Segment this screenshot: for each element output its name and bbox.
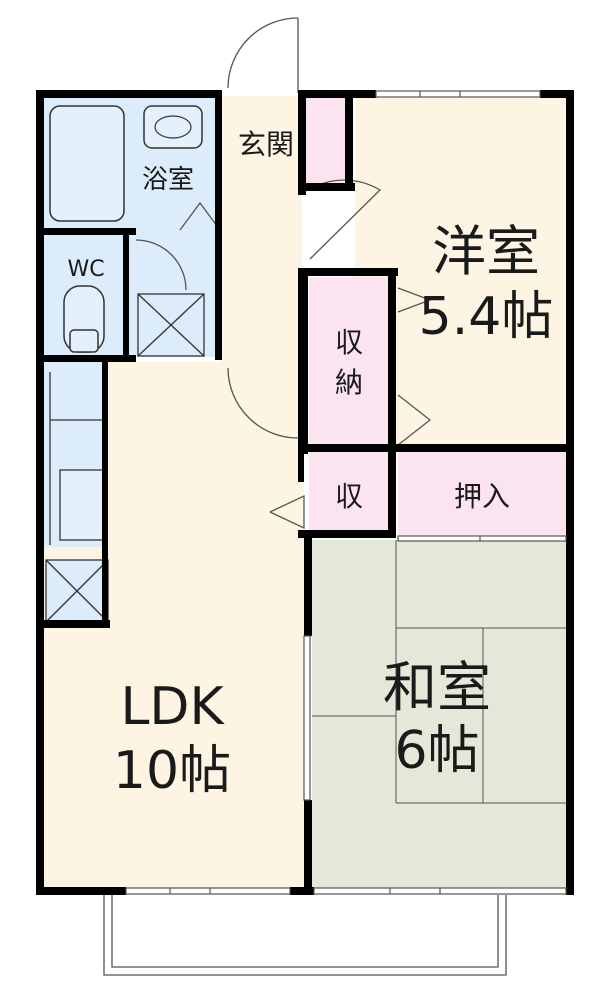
washing-machine-pan-icon	[137, 293, 205, 357]
entrance-storage	[302, 96, 350, 183]
closet-small-label: 収	[335, 480, 363, 513]
walls	[36, 90, 574, 895]
closet-western-label-top: 収	[335, 326, 363, 359]
ldk-size: 10帖	[113, 741, 231, 801]
bathtub-icon	[49, 105, 125, 222]
japanese-room-name: 和室	[383, 656, 491, 719]
kitchen-sink-icon	[49, 372, 107, 545]
japanese-room-size: 6帖	[394, 721, 479, 781]
western-room-size: 5.4帖	[419, 287, 554, 347]
ldk-name: LDK	[120, 677, 225, 737]
balcony	[103, 895, 507, 976]
toilet-icon	[63, 285, 105, 353]
closet-western-label-bottom: 納	[335, 366, 363, 399]
closet-western	[309, 277, 391, 448]
bath-label: 浴室	[142, 165, 194, 195]
wash-basin-icon	[143, 105, 203, 149]
fridge-space-icon	[45, 559, 109, 623]
oshiire-label: 押入	[454, 480, 510, 513]
hall-floor	[222, 189, 302, 362]
western-room-name: 洋室	[432, 220, 540, 283]
wc-label: WC	[67, 257, 104, 282]
tatami-lines	[312, 540, 568, 804]
closet-small	[309, 452, 391, 536]
japanese-room-tatami	[312, 540, 568, 889]
entrance-label: 玄関	[238, 128, 294, 161]
entrance-floor	[222, 96, 302, 189]
windows	[125, 90, 567, 895]
oshiire-closet	[398, 452, 568, 536]
